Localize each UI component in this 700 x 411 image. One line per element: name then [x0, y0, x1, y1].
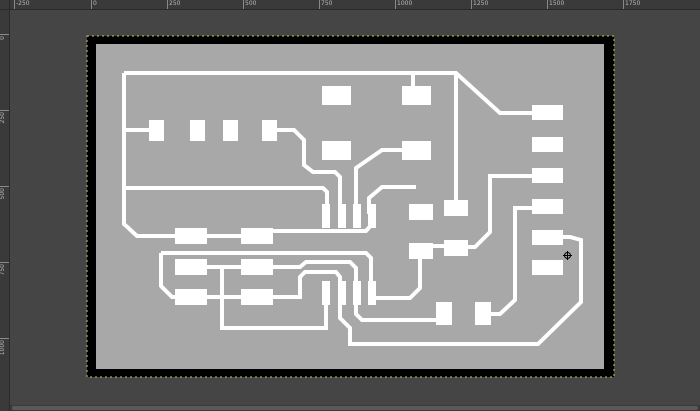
ruler-label: 1750	[625, 0, 641, 7]
pad	[338, 204, 346, 228]
pad	[532, 230, 563, 245]
pad	[368, 204, 376, 228]
pad	[436, 302, 452, 325]
pad	[241, 289, 273, 305]
pad	[175, 228, 207, 244]
pad	[149, 120, 164, 141]
pad	[532, 105, 563, 120]
pad	[241, 259, 273, 275]
pad	[532, 260, 563, 275]
pad	[368, 281, 376, 305]
scrollbar-thumb[interactable]	[12, 406, 698, 410]
ruler-label: 500	[245, 0, 257, 7]
pcb-pads	[149, 86, 563, 325]
pad	[353, 204, 361, 228]
pad	[338, 281, 346, 305]
pad	[409, 204, 433, 220]
ruler-label: 0	[93, 0, 97, 7]
ruler-label: 750	[321, 0, 333, 7]
pad	[444, 240, 468, 256]
pad	[190, 120, 205, 141]
pad	[262, 120, 277, 141]
ruler-label: 1500	[549, 0, 565, 7]
ruler-label: 1000	[397, 0, 413, 7]
pad	[532, 168, 563, 183]
pad	[223, 120, 238, 141]
pad	[532, 199, 563, 214]
pad	[402, 141, 431, 160]
canvas-boundary-guide	[86, 35, 615, 378]
pad	[322, 86, 351, 105]
ruler-label: 1250	[473, 0, 489, 7]
crosshair-cursor-icon	[563, 251, 572, 260]
pad	[475, 302, 491, 325]
pad	[322, 204, 330, 228]
horizontal-scrollbar[interactable]	[10, 405, 700, 411]
pad	[353, 281, 361, 305]
pad	[241, 228, 273, 244]
pad	[175, 259, 207, 275]
horizontal-ruler[interactable]: -250 0 250 500 750 1000 1250 1500 1750	[10, 0, 700, 10]
vertical-ruler[interactable]: 0 250 500 750 1000	[0, 10, 10, 411]
pad	[402, 86, 431, 105]
pad	[322, 141, 351, 160]
pad	[175, 289, 207, 305]
ruler-corner[interactable]	[0, 0, 10, 10]
ruler-label: 250	[169, 0, 181, 7]
ruler-label: -250	[16, 0, 30, 7]
pad	[409, 243, 433, 259]
pad	[322, 281, 330, 305]
pad	[532, 137, 563, 152]
pad	[444, 200, 468, 216]
